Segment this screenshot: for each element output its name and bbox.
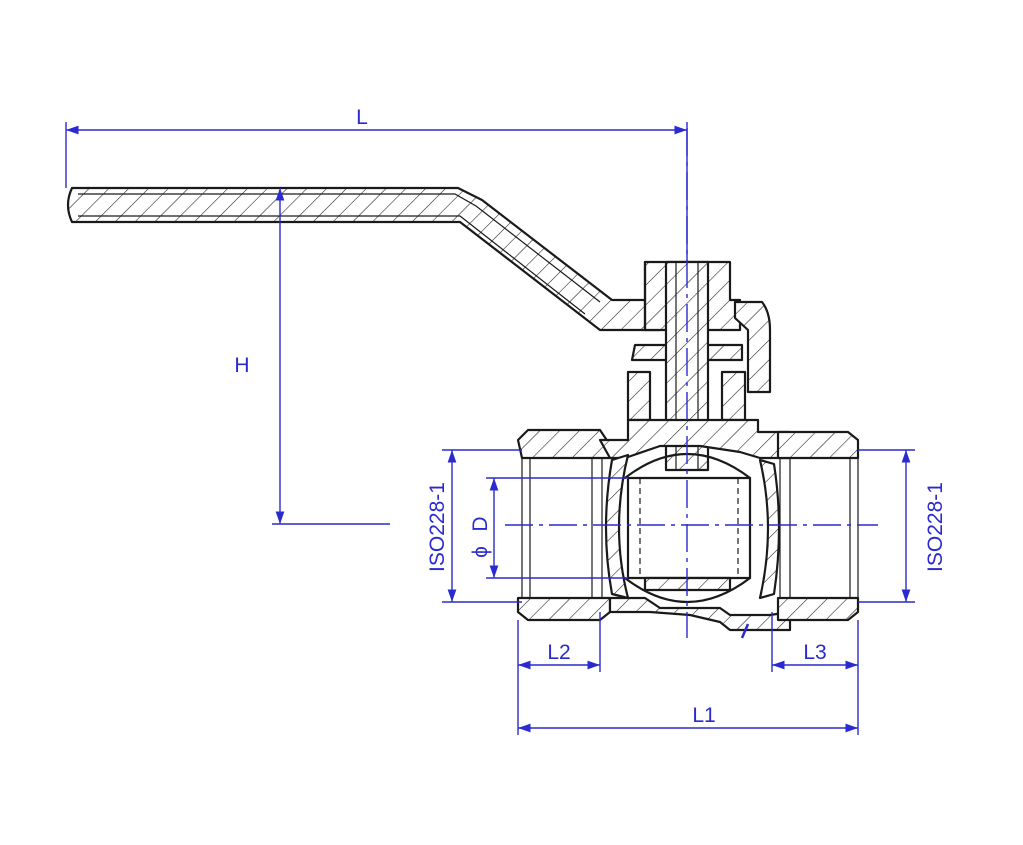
label-H: H (234, 354, 249, 377)
valve-body (516, 418, 860, 632)
dimension-L1: L1 (518, 704, 858, 733)
dimension-L3: L3 (771, 612, 859, 735)
label-L3: L3 (803, 641, 826, 664)
ball-and-seats (604, 453, 781, 603)
dimension-L: L (65, 106, 688, 262)
label-diameter-symbol: ϕ (469, 546, 492, 558)
indicator-mark (740, 623, 750, 639)
label-L: L (356, 106, 368, 129)
dimension-thread-left: ISO228-1 (426, 449, 522, 603)
dimension-D: ϕ D (469, 477, 628, 579)
dimension-L2: L2 (517, 612, 601, 735)
dimension-H: H (234, 188, 390, 525)
label-D: D (469, 516, 492, 531)
label-thread-right: ISO228-1 (924, 482, 947, 572)
label-L1: L1 (692, 704, 715, 727)
center-lines (505, 128, 878, 638)
lever-handle (66, 186, 662, 332)
dimension-thread-right: ISO228-1 (858, 449, 947, 603)
stem-assembly (626, 260, 772, 472)
label-thread-left: ISO228-1 (426, 482, 449, 572)
label-L2: L2 (547, 641, 570, 664)
